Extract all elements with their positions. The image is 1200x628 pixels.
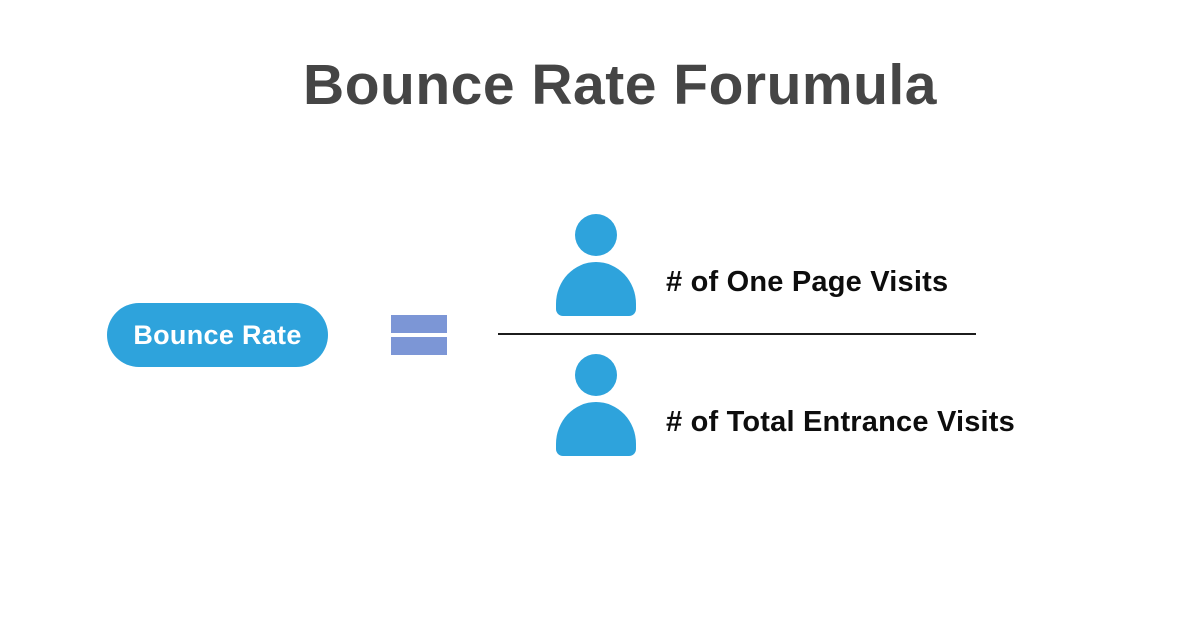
- person-icon-body: [556, 262, 636, 316]
- numerator-label: # of One Page Visits: [666, 266, 949, 298]
- person-icon-body: [556, 402, 636, 456]
- bounce-rate-pill: Bounce Rate: [107, 303, 328, 367]
- bounce-rate-pill-label: Bounce Rate: [133, 319, 302, 350]
- person-icon: [556, 354, 636, 456]
- equals-bar-bottom: [391, 337, 447, 355]
- person-icon-head: [575, 354, 617, 396]
- person-icon: [556, 214, 636, 316]
- fraction-divider: [498, 333, 976, 335]
- denominator-label: # of Total Entrance Visits: [666, 406, 1015, 438]
- person-icon-head: [575, 214, 617, 256]
- equals-icon: [391, 315, 447, 355]
- equals-bar-top: [391, 315, 447, 333]
- fraction-block: # of One Page Visits # of Total Entrance…: [498, 214, 1015, 456]
- numerator-row: # of One Page Visits: [498, 214, 976, 316]
- page-title: Bounce Rate Forumula: [303, 53, 937, 117]
- denominator-row: # of Total Entrance Visits: [498, 354, 1015, 456]
